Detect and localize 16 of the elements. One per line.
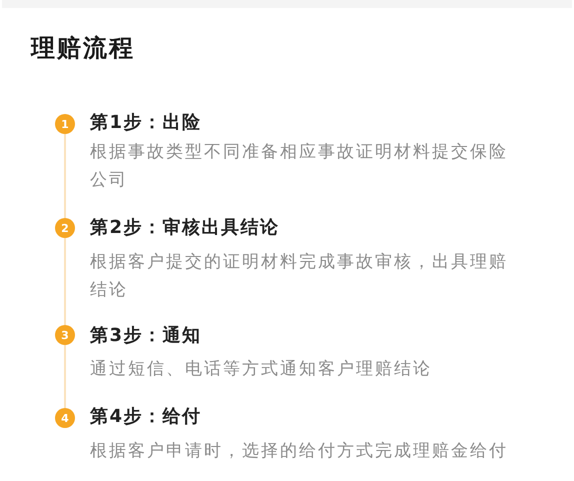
number-circle: 3 [55, 325, 75, 345]
number-circle: 1 [55, 114, 75, 134]
step-description: 根据客户提交的证明材料完成事故审核，出具理赔结论 [90, 251, 509, 302]
number-circle: 4 [55, 408, 75, 428]
connector-line [64, 134, 66, 218]
step-heading: 第3步：通知 [90, 324, 202, 348]
step-heading: 第4步：给付 [90, 405, 202, 429]
connector-line [64, 238, 66, 325]
step-description: 通过短信、电话等方式通知客户理赔结论 [90, 358, 433, 381]
step-description: 根据事故类型不同准备相应事故证明材料提交保险公司 [90, 141, 509, 192]
connector-line [64, 345, 66, 408]
title: 理赔流程 [31, 34, 135, 62]
step-heading: 第2步：审核出具结论 [90, 216, 280, 240]
number-circle: 2 [55, 218, 75, 238]
step-heading: 第1步：出险 [90, 111, 202, 135]
step-description: 根据客户申请时，选择的给付方式完成理赔金给付 [90, 440, 509, 463]
